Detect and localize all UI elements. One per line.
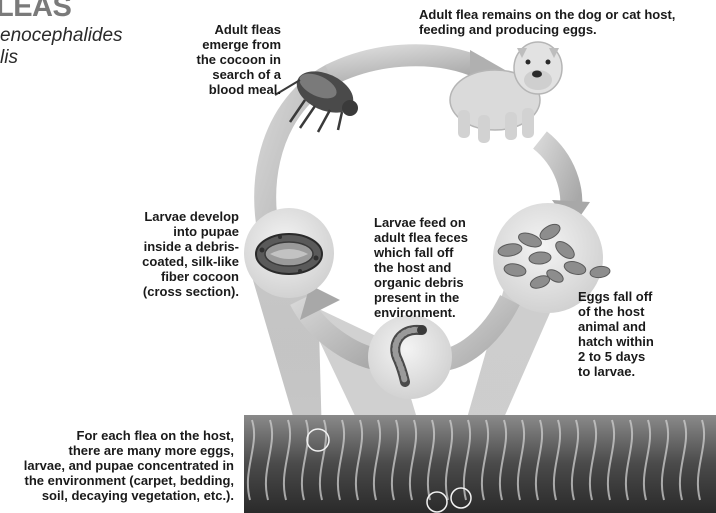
label-adult-host: Adult flea remains on the dog or cat hos… — [419, 7, 709, 37]
diagram-title: LEAS — [0, 0, 71, 23]
scientific-name: enocephalides lis — [0, 25, 123, 69]
label-eggs-fall: Eggs fall off of the host animal and hat… — [578, 289, 673, 379]
cycle-arc-top — [330, 55, 480, 75]
pupa-cocoon — [256, 234, 322, 274]
carpet-environment — [244, 415, 716, 513]
label-environment: For each flea on the host, there are man… — [6, 428, 234, 503]
label-larvae-pupae: Larvae develop into pupae inside a debri… — [118, 209, 239, 299]
label-adult-emerge: Adult fleas emerge from the cocoon in se… — [168, 22, 281, 97]
label-larvae-feed: Larvae feed on adult flea feces which fa… — [374, 215, 486, 320]
